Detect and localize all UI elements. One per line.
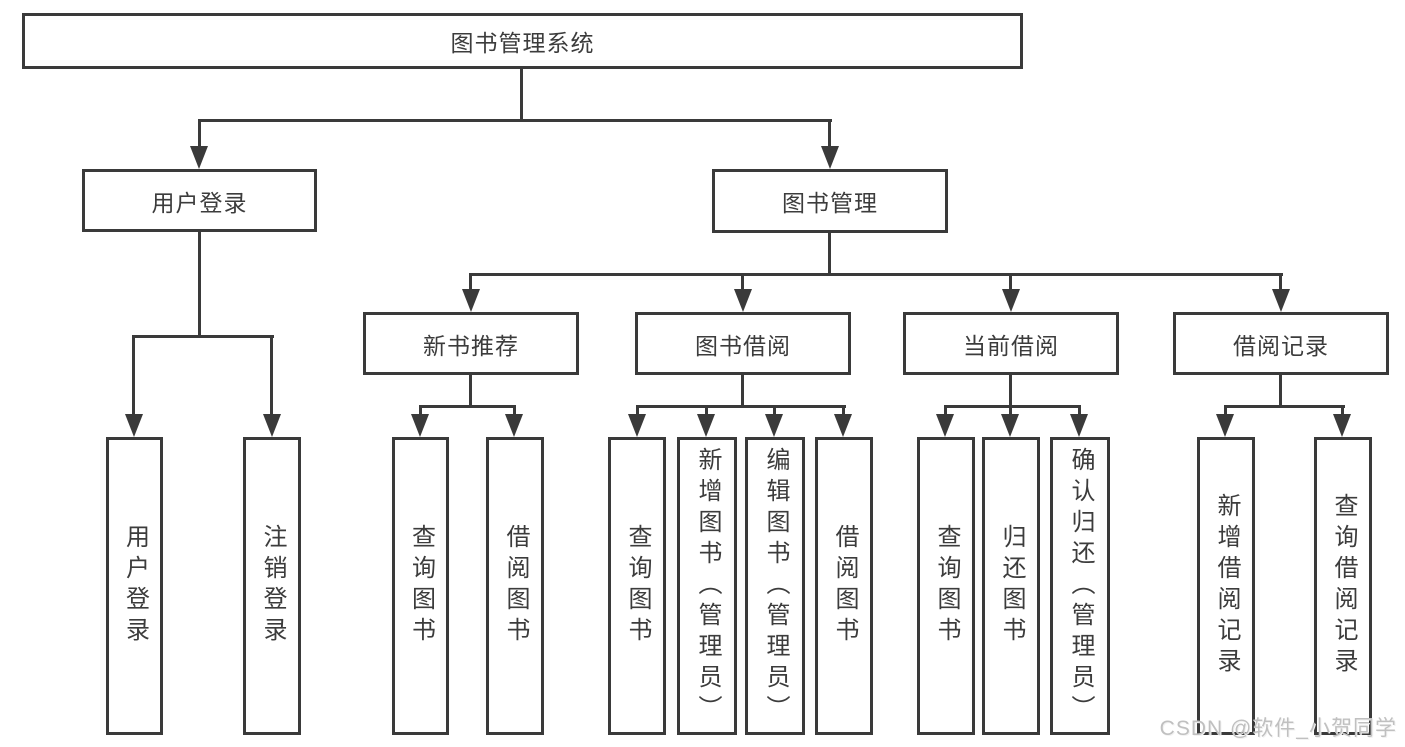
connector-book-mgmt-stub (828, 233, 831, 276)
leaf-edit-books-admin: 编辑图书（管理员） (745, 437, 805, 735)
arrow-head (821, 146, 839, 169)
connector-shaft (773, 405, 776, 417)
leaf-recommend-borrow-books: 借阅图书 (486, 437, 544, 735)
arrow-head (765, 414, 783, 437)
leaf-label: 新增借阅记录 (1213, 493, 1240, 679)
arrow-head (125, 414, 143, 437)
node-book-management: 图书管理 (712, 169, 948, 233)
leaf-current-query-books: 查询图书 (917, 437, 975, 735)
arrow-head (734, 289, 752, 312)
leaf-label: 确认归还（管理员） (1067, 446, 1094, 726)
node-root-label: 图书管理系统 (450, 30, 595, 56)
node-new-book-recommend-label: 新书推荐 (423, 332, 519, 359)
node-borrow-record: 借阅记录 (1173, 312, 1389, 375)
leaf-add-borrow-record: 新增借阅记录 (1197, 437, 1255, 735)
connector-level1-hline (198, 119, 832, 122)
leaf-label: 查询借阅记录 (1330, 493, 1357, 679)
leaf-logout: 注销登录 (243, 437, 301, 735)
connector-shaft (1224, 405, 1227, 417)
arrow-head (1333, 414, 1351, 437)
leaf-recommend-query-books: 查询图书 (392, 437, 449, 735)
connector-stub (1279, 375, 1282, 408)
connector-root-stub (520, 69, 523, 122)
connector-shaft (1009, 273, 1012, 293)
arrow-head (190, 146, 208, 169)
leaf-borrow-books: 借阅图书 (815, 437, 873, 735)
leaf-label: 借阅图书 (502, 524, 529, 648)
leaf-label: 归还图书 (998, 524, 1025, 648)
watermark-text: CSDN @软件_小贺同学 (1159, 717, 1397, 740)
connector-hline (636, 405, 846, 408)
connector-user-login-shaft (198, 119, 201, 152)
connector-shaft (270, 335, 273, 418)
connector-shaft (705, 405, 708, 417)
connector-shaft (1078, 405, 1081, 417)
leaf-query-borrow-record: 查询借阅记录 (1314, 437, 1372, 735)
arrow-head (1216, 414, 1234, 437)
connector-book-mgmt-shaft (828, 119, 831, 152)
connector-shaft (1279, 273, 1282, 293)
leaf-label: 新增图书（管理员） (694, 446, 721, 726)
node-current-borrow-label: 当前借阅 (963, 332, 1059, 359)
connector-shaft (1341, 405, 1344, 417)
arrow-head (834, 414, 852, 437)
connector-shaft (741, 273, 744, 293)
node-root: 图书管理系统 (22, 13, 1023, 69)
leaf-label: 查询图书 (407, 524, 435, 648)
leaf-user-login: 用户登录 (106, 437, 163, 735)
connector-stub (469, 375, 472, 408)
arrow-head (697, 414, 715, 437)
arrow-head (1001, 414, 1019, 437)
node-current-borrow: 当前借阅 (903, 312, 1119, 375)
node-user-login-label: 用户登录 (151, 189, 248, 216)
leaf-label: 注销登录 (259, 524, 286, 648)
arrow-head (628, 414, 646, 437)
arrow-head (411, 414, 429, 437)
leaf-borrow-query-books: 查询图书 (608, 437, 666, 735)
arrow-head (936, 414, 954, 437)
leaf-label: 借阅图书 (831, 524, 858, 648)
leaf-label: 查询图书 (933, 524, 960, 648)
connector-shaft (132, 335, 135, 418)
connector-user-login-hline (132, 335, 274, 338)
arrow-head (1070, 414, 1088, 437)
arrow-head (263, 414, 281, 437)
connector-shaft (842, 405, 845, 417)
connector-shaft (513, 405, 516, 417)
node-book-borrow-label: 图书借阅 (695, 332, 791, 359)
connector-shaft (1009, 405, 1012, 417)
connector-shaft (944, 405, 947, 417)
leaf-label: 编辑图书（管理员） (762, 446, 789, 726)
connector-hline (419, 405, 516, 408)
connector-user-login-stub (198, 232, 201, 338)
connector-shaft (469, 273, 472, 293)
node-book-management-label: 图书管理 (782, 190, 878, 216)
connector-hline (1224, 405, 1345, 408)
connector-shaft (636, 405, 639, 417)
connector-stub (1009, 375, 1012, 408)
leaf-add-books-admin: 新增图书（管理员） (677, 437, 737, 735)
arrow-head (1002, 289, 1020, 312)
connector-hline (944, 405, 1081, 408)
node-book-borrow: 图书借阅 (635, 312, 851, 375)
arrow-head (505, 414, 523, 437)
leaf-label: 查询图书 (624, 524, 651, 648)
arrow-head (1272, 289, 1290, 312)
arrow-head (462, 289, 480, 312)
connector-shaft (419, 405, 422, 417)
node-user-login: 用户登录 (82, 169, 317, 232)
leaf-confirm-return-admin: 确认归还（管理员） (1050, 437, 1110, 735)
leaf-label: 用户登录 (121, 524, 149, 648)
node-new-book-recommend: 新书推荐 (363, 312, 579, 375)
connector-level2-hline (469, 273, 1283, 276)
connector-stub (741, 375, 744, 408)
leaf-return-books: 归还图书 (982, 437, 1040, 735)
node-borrow-record-label: 借阅记录 (1233, 332, 1329, 359)
